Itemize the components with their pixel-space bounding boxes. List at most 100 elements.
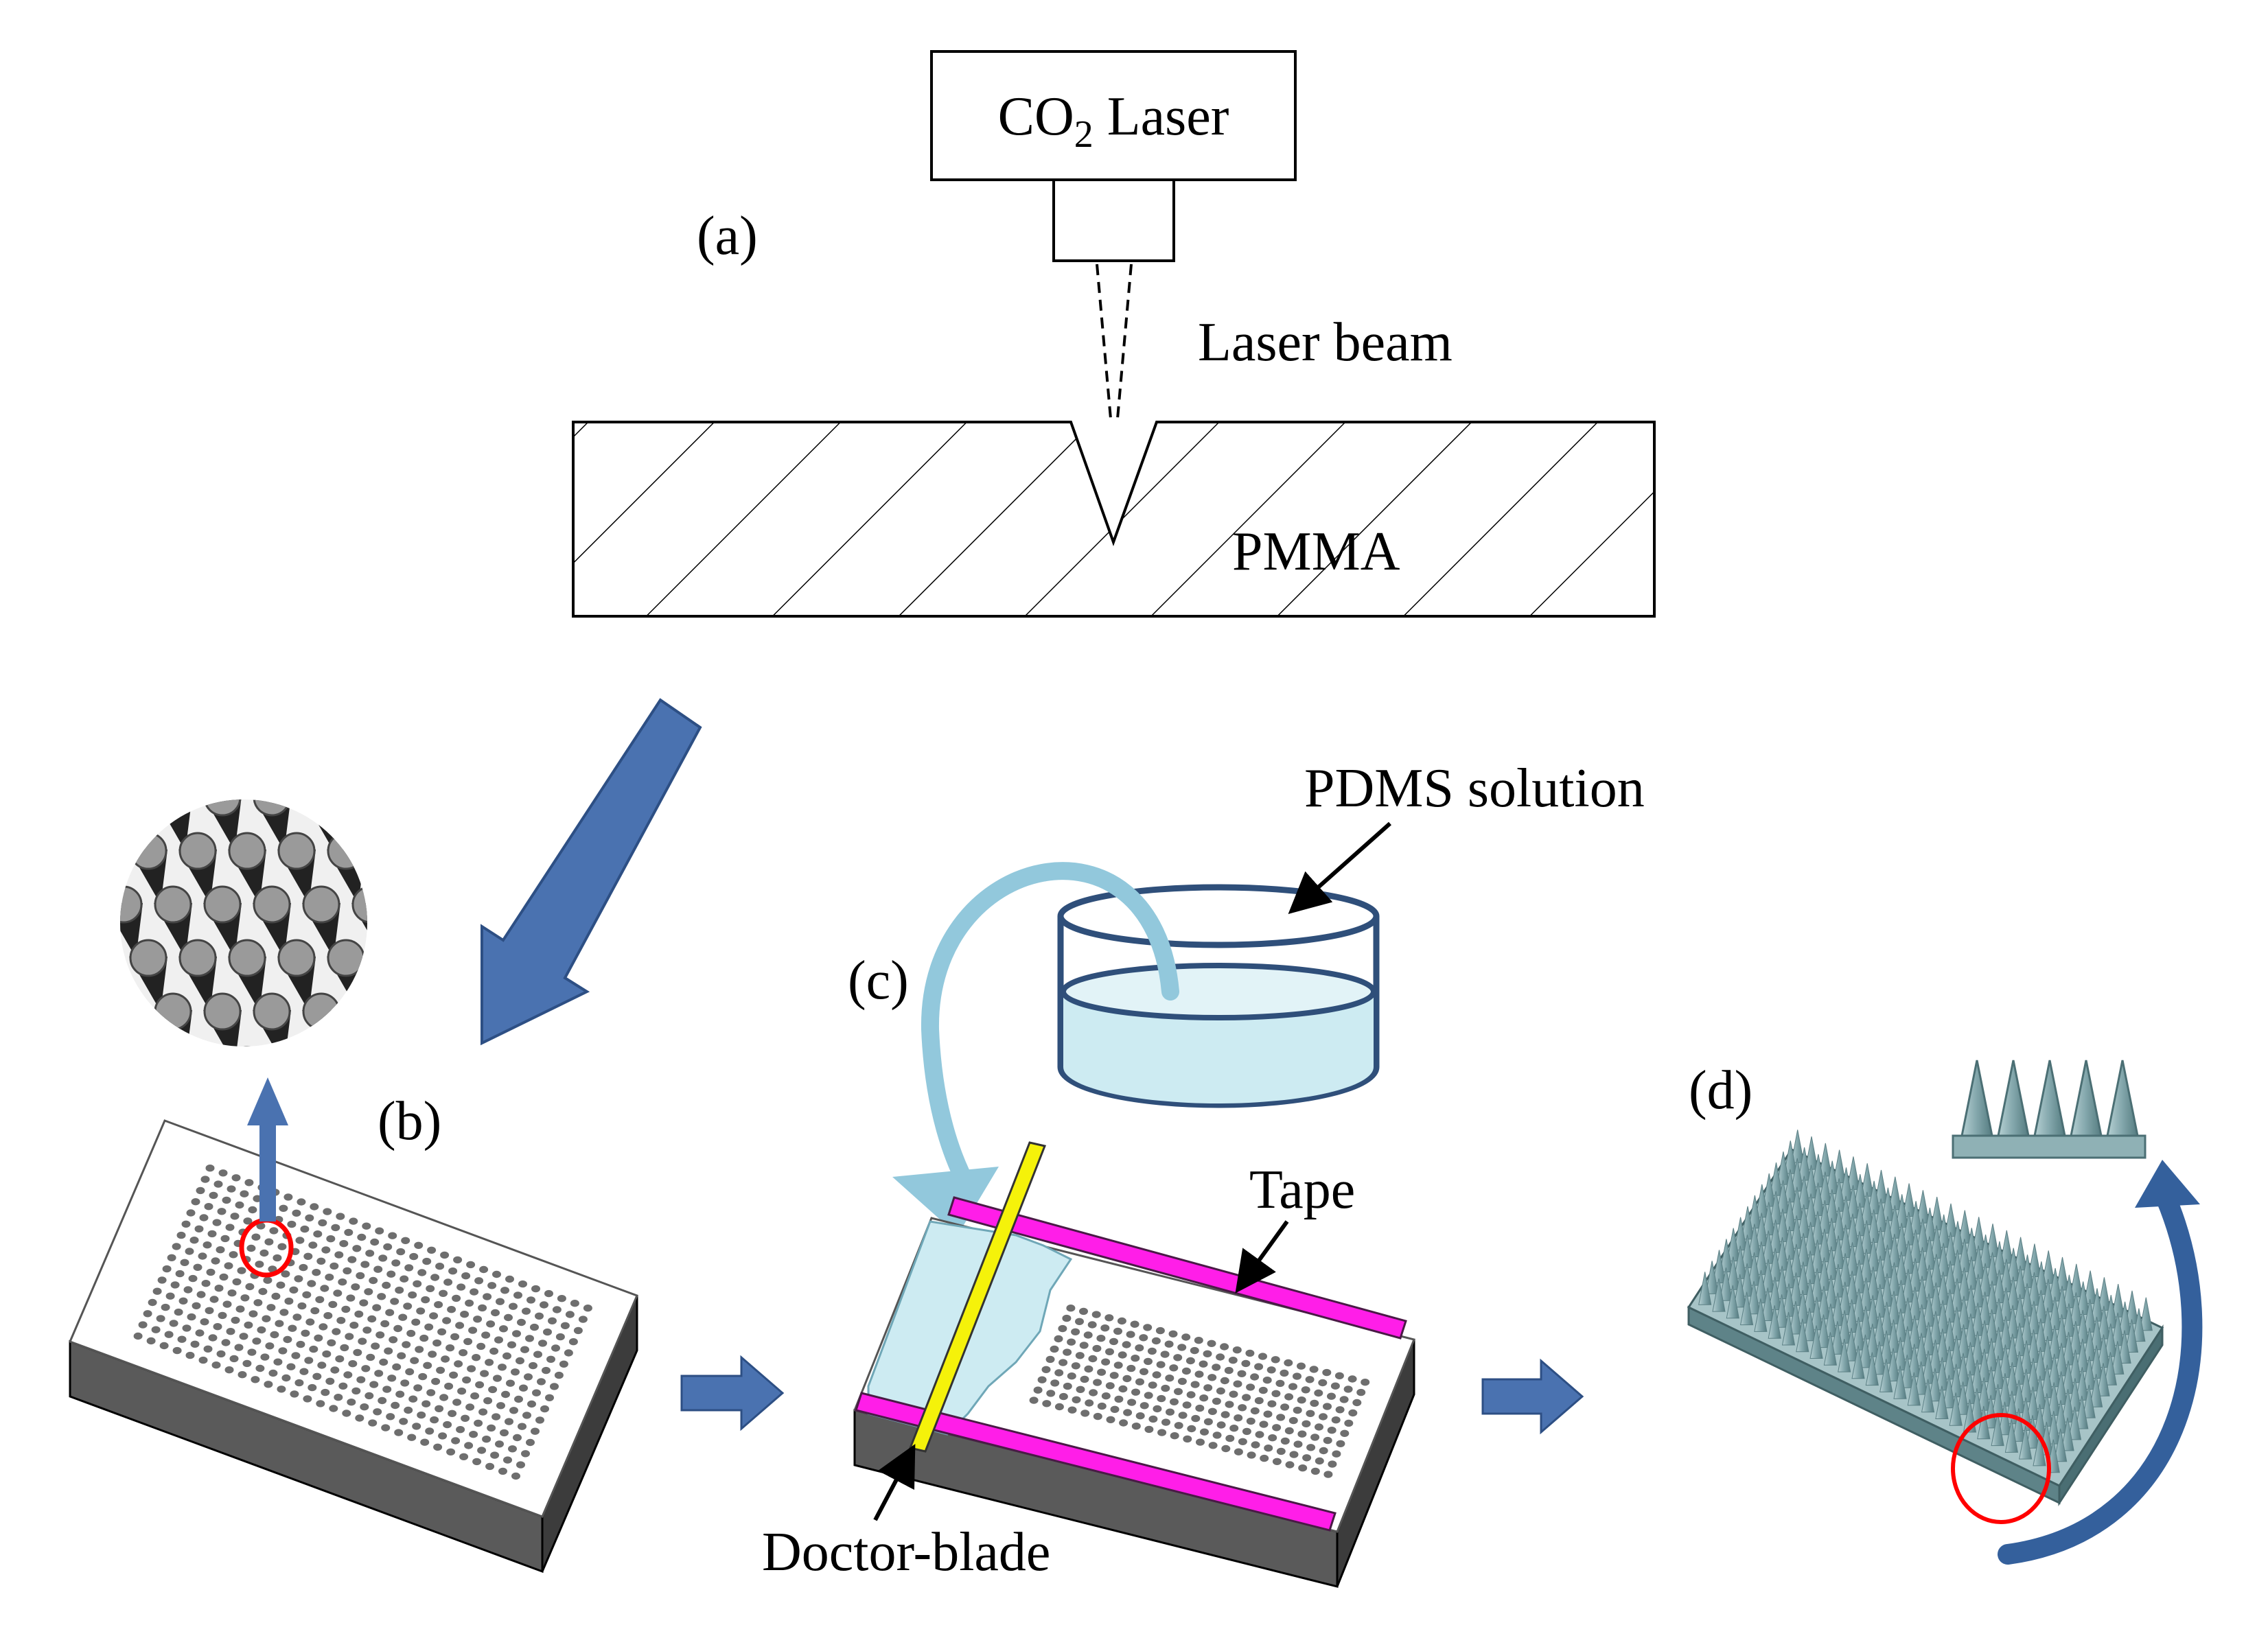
hole bbox=[551, 1344, 560, 1352]
hole bbox=[224, 1262, 233, 1270]
hole bbox=[1259, 1421, 1269, 1428]
hole bbox=[499, 1325, 508, 1333]
hole bbox=[1118, 1385, 1128, 1393]
hole bbox=[211, 1257, 220, 1265]
hole bbox=[276, 1281, 286, 1289]
hole bbox=[420, 1438, 430, 1446]
microneedle bbox=[2033, 1432, 2046, 1466]
hole bbox=[416, 1307, 426, 1315]
hole bbox=[404, 1264, 414, 1272]
hole bbox=[1113, 1361, 1123, 1369]
hole bbox=[487, 1282, 497, 1289]
hole bbox=[456, 1283, 466, 1291]
hole bbox=[325, 1377, 335, 1386]
hole bbox=[1054, 1369, 1064, 1377]
hole bbox=[185, 1351, 195, 1359]
hole bbox=[1152, 1371, 1161, 1379]
hole bbox=[271, 1292, 281, 1300]
hole bbox=[240, 1190, 249, 1197]
hole bbox=[382, 1386, 392, 1393]
hole bbox=[1216, 1421, 1226, 1429]
hole bbox=[445, 1344, 455, 1352]
hole bbox=[1079, 1307, 1088, 1316]
pmma-substrate bbox=[572, 421, 1656, 618]
hole bbox=[308, 1383, 317, 1392]
microneedle bbox=[2075, 1395, 2089, 1429]
hole bbox=[1139, 1334, 1148, 1342]
hole bbox=[1157, 1429, 1167, 1436]
hole bbox=[469, 1431, 478, 1438]
hole bbox=[1271, 1390, 1281, 1398]
hole bbox=[1135, 1378, 1144, 1386]
hole bbox=[1191, 1414, 1201, 1423]
hole bbox=[222, 1196, 231, 1204]
hole bbox=[200, 1176, 210, 1183]
side-microneedle bbox=[2070, 1060, 2103, 1137]
hole bbox=[299, 1263, 308, 1272]
hole bbox=[338, 1382, 348, 1390]
hole bbox=[1166, 1408, 1174, 1416]
hole bbox=[253, 1299, 263, 1307]
hole bbox=[1212, 1364, 1221, 1371]
microneedle bbox=[1761, 1287, 1774, 1321]
hole bbox=[415, 1346, 424, 1353]
hole bbox=[1067, 1372, 1076, 1380]
doctor-blade-label: Doctor-blade bbox=[762, 1522, 1050, 1582]
hole bbox=[1181, 1333, 1191, 1341]
hole bbox=[1305, 1376, 1315, 1383]
hole bbox=[379, 1358, 389, 1366]
hole bbox=[1185, 1357, 1195, 1365]
microneedle bbox=[1879, 1359, 1893, 1392]
hole bbox=[360, 1261, 370, 1268]
hole bbox=[1262, 1377, 1272, 1384]
hole bbox=[1093, 1412, 1102, 1421]
hole bbox=[423, 1361, 432, 1370]
hole bbox=[434, 1301, 443, 1309]
hole bbox=[264, 1381, 273, 1388]
hole bbox=[356, 1376, 366, 1383]
hole bbox=[410, 1357, 419, 1364]
hole bbox=[216, 1350, 226, 1358]
microneedle bbox=[1977, 1405, 1991, 1440]
hole bbox=[359, 1299, 369, 1307]
hole bbox=[526, 1296, 535, 1304]
hole bbox=[388, 1232, 397, 1239]
hole bbox=[526, 1438, 535, 1447]
hole bbox=[259, 1249, 269, 1257]
hole bbox=[178, 1297, 188, 1305]
hole bbox=[347, 1399, 356, 1406]
hole bbox=[344, 1228, 354, 1237]
hole bbox=[452, 1294, 461, 1302]
hole bbox=[219, 1273, 229, 1281]
hole bbox=[377, 1293, 386, 1300]
hole bbox=[1096, 1335, 1106, 1342]
hole bbox=[1046, 1390, 1056, 1397]
hole bbox=[421, 1400, 431, 1407]
microneedle bbox=[2118, 1330, 2131, 1364]
hole bbox=[1258, 1353, 1267, 1360]
hole bbox=[461, 1272, 471, 1280]
hole bbox=[448, 1267, 458, 1275]
hole bbox=[161, 1303, 170, 1311]
hole bbox=[1280, 1437, 1290, 1445]
hole bbox=[402, 1341, 411, 1348]
hole bbox=[468, 1326, 478, 1334]
hole bbox=[281, 1270, 290, 1278]
hole bbox=[1139, 1402, 1149, 1410]
hole bbox=[295, 1237, 305, 1244]
hole bbox=[248, 1206, 257, 1214]
hole bbox=[193, 1263, 202, 1272]
hole bbox=[535, 1312, 544, 1320]
pour-arrow-head bbox=[892, 1167, 999, 1235]
hole bbox=[148, 1298, 157, 1307]
hole bbox=[345, 1333, 354, 1340]
pmma-label: PMMA bbox=[1232, 522, 1400, 582]
hole bbox=[1284, 1427, 1294, 1435]
hole bbox=[537, 1378, 546, 1386]
microneedle bbox=[1754, 1298, 1768, 1332]
hole bbox=[1234, 1414, 1243, 1422]
hole bbox=[398, 1313, 408, 1321]
microneedle bbox=[2103, 1352, 2118, 1386]
hole bbox=[366, 1353, 375, 1361]
hole bbox=[485, 1359, 494, 1366]
